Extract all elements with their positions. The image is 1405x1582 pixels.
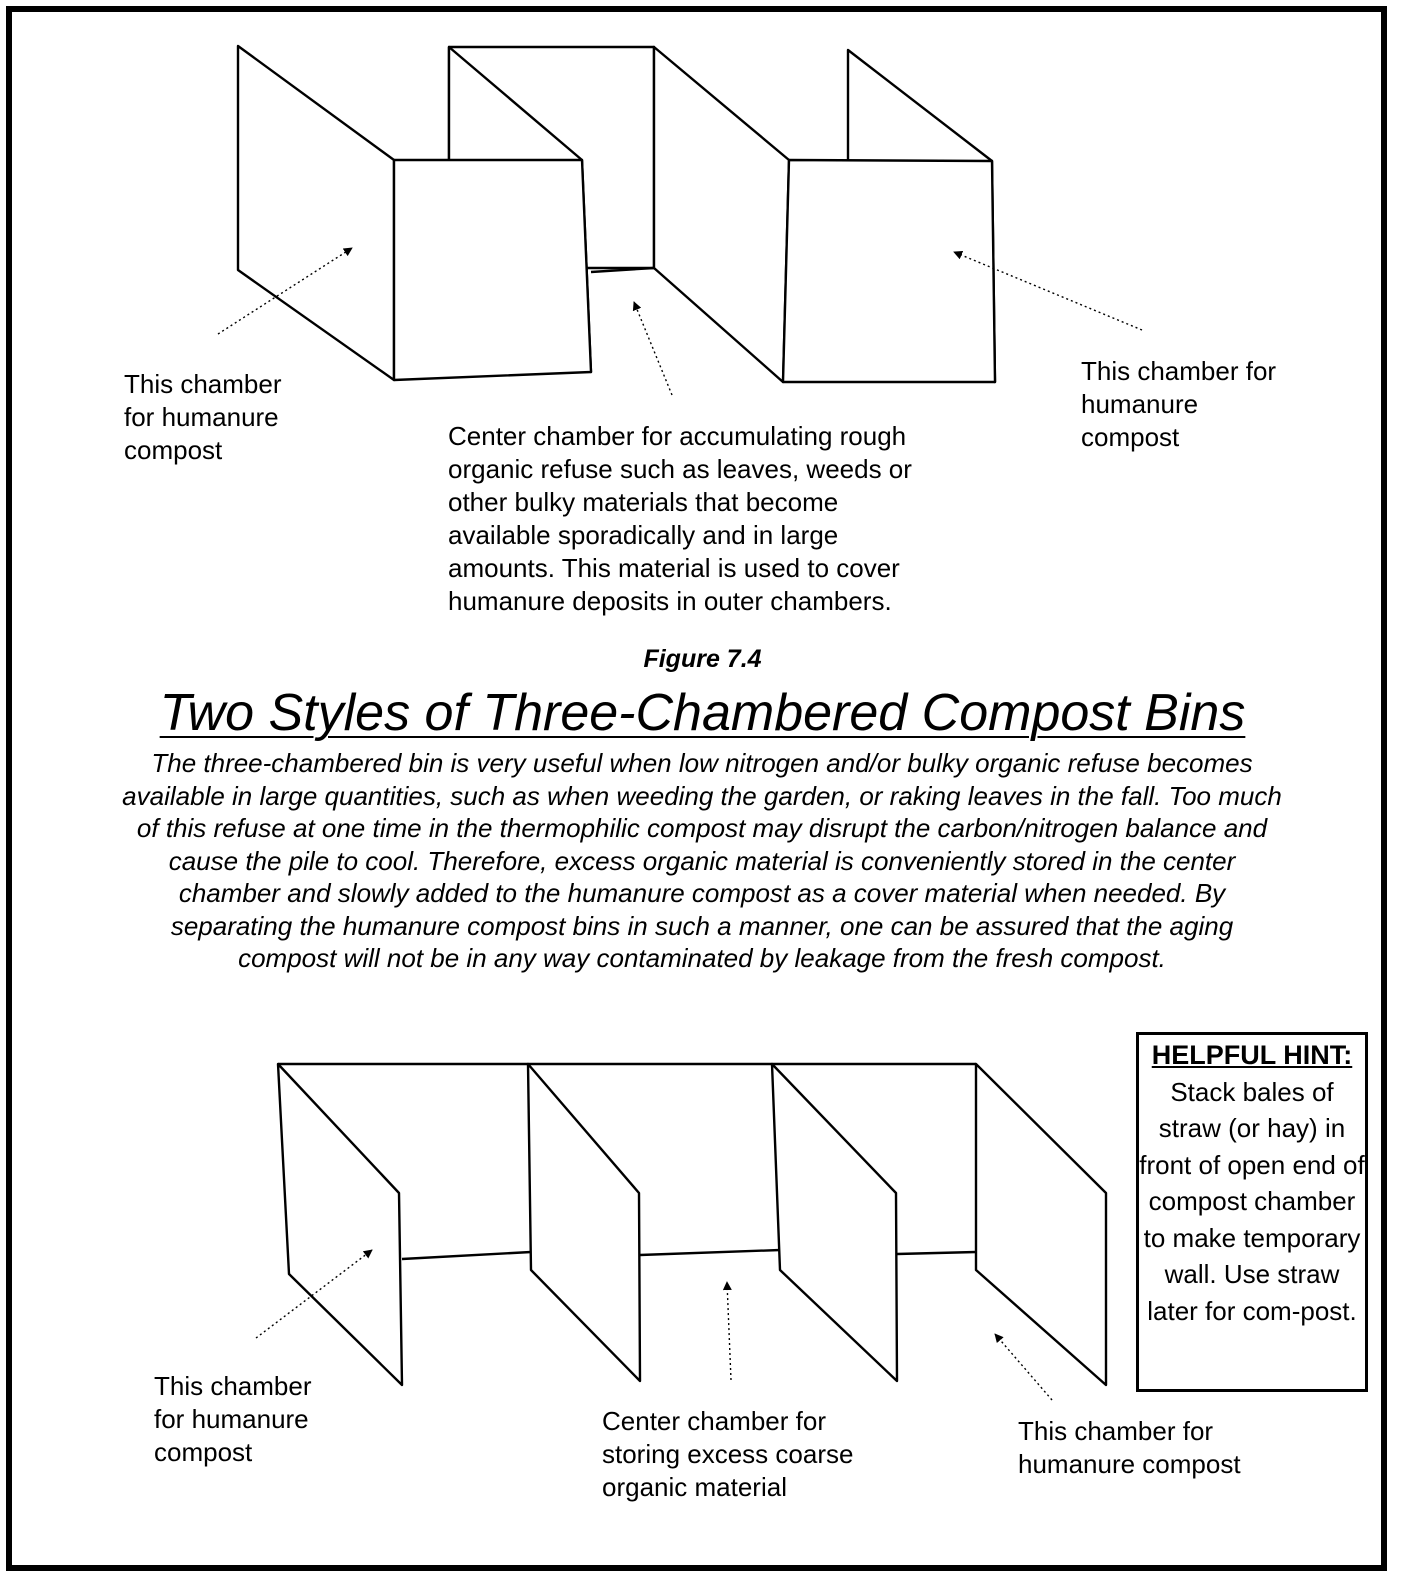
figure-title: Two Styles of Three-Chambered Compost Bi… (159, 684, 1246, 742)
bottom-bin-floor-edge-1 (401, 1250, 532, 1261)
top-center-chamber-label: Center chamber for accumulating rough or… (448, 421, 912, 616)
bottom-left-arrow (255, 1249, 373, 1339)
helpful-hint-box: HELPFUL HINT: Stack bales of straw (or h… (1136, 1032, 1368, 1392)
top-bin-drawing (236, 44, 997, 384)
page-border (6, 6, 1387, 1571)
top-right-arrow (953, 250, 1143, 331)
top-bin-center-right-wall (652, 45, 791, 384)
top-left-chamber-label: This chamber for humanure compost (124, 369, 282, 465)
top-bin-right-front-panel (781, 158, 997, 384)
bottom-bin-wall-3 (770, 1062, 899, 1383)
top-center-arrow (632, 301, 673, 396)
bottom-center-chamber-label: Center chamber for storing excess coarse… (602, 1406, 854, 1502)
helpful-hint-title: HELPFUL HINT: (1151, 1040, 1353, 1070)
top-bin-center-floor-edge (590, 266, 655, 274)
helpful-hint-body: Stack bales of straw (or hay) in front o… (1139, 1076, 1365, 1326)
bottom-left-chamber-label: This chamber for humanure compost (154, 1371, 312, 1467)
top-bin-left-front-panel (392, 158, 593, 382)
bottom-bin-arrows (255, 1249, 1053, 1401)
bottom-bin-wall-4 (974, 1062, 1108, 1387)
bottom-bin-drawing (276, 1062, 1108, 1387)
bottom-bin-floor-edge-2 (639, 1248, 781, 1257)
bottom-center-arrow (722, 1281, 732, 1381)
bottom-bin-wall-1 (276, 1062, 404, 1387)
bottom-right-chamber-label: This chamber for humanure compost (1018, 1416, 1241, 1479)
bottom-bin-floor-edge-3 (896, 1250, 977, 1256)
figure-caption: Figure 7.4 (643, 645, 762, 673)
top-right-chamber-label: This chamber for humanure compost (1081, 356, 1277, 452)
bottom-bin-wall-2 (526, 1062, 642, 1383)
top-bin-arrows (217, 247, 1143, 396)
bottom-right-arrow (994, 1333, 1053, 1401)
top-bin-left-back-wall (236, 44, 396, 382)
top-left-arrow (217, 247, 353, 335)
figure-description: The three-chambered bin is very useful w… (122, 748, 1282, 973)
